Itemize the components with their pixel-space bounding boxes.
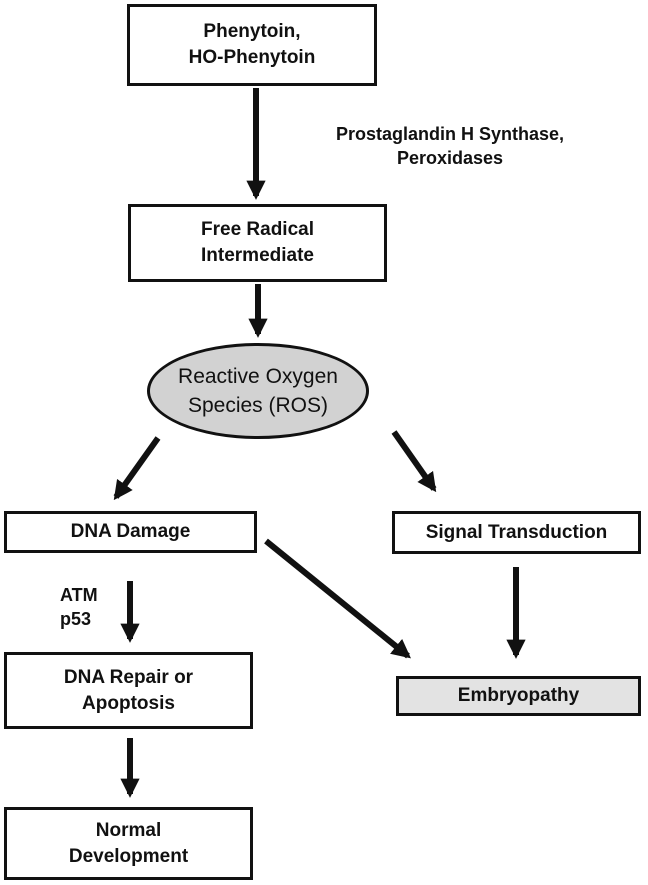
arrow-ros-to-dna-damage bbox=[113, 436, 161, 501]
node-free-radical-label: Free Radical Intermediate bbox=[201, 219, 314, 266]
arrow-dna-damage-to-embryopathy bbox=[264, 538, 411, 659]
arrow-ros-to-signal-transduction bbox=[391, 430, 437, 493]
node-reactive-oxygen-species: Reactive Oxygen Species (ROS) bbox=[147, 343, 369, 439]
node-signal-transduction-label: Signal Transduction bbox=[425, 521, 608, 543]
node-normal-development: Normal Development bbox=[4, 807, 253, 880]
node-dna-damage: DNA Damage bbox=[4, 511, 257, 553]
node-signal-transduction: Signal Transduction bbox=[392, 511, 641, 554]
node-phenytoin-label: Phenytoin, HO-Phenytoin bbox=[188, 21, 316, 68]
edge-label-enzymes: Prostaglandin H Synthase, Peroxidases bbox=[335, 124, 565, 169]
node-dna-damage-label: DNA Damage bbox=[70, 521, 191, 543]
node-phenytoin: Phenytoin, HO-Phenytoin bbox=[127, 4, 377, 86]
node-normal-development-label: Normal Development bbox=[68, 819, 189, 867]
node-free-radical-intermediate: Free Radical Intermediate bbox=[128, 204, 387, 282]
node-embryopathy: Embryopathy bbox=[396, 676, 641, 716]
edge-label-atm-p53: ATM p53 bbox=[60, 585, 98, 630]
node-dna-repair-or-apoptosis: DNA Repair or Apoptosis bbox=[4, 652, 253, 729]
node-embryopathy-label: Embryopathy bbox=[457, 685, 580, 707]
node-dna-repair-label: DNA Repair or Apoptosis bbox=[63, 666, 194, 714]
node-ros-label: Reactive Oxygen Species (ROS) bbox=[178, 364, 338, 417]
